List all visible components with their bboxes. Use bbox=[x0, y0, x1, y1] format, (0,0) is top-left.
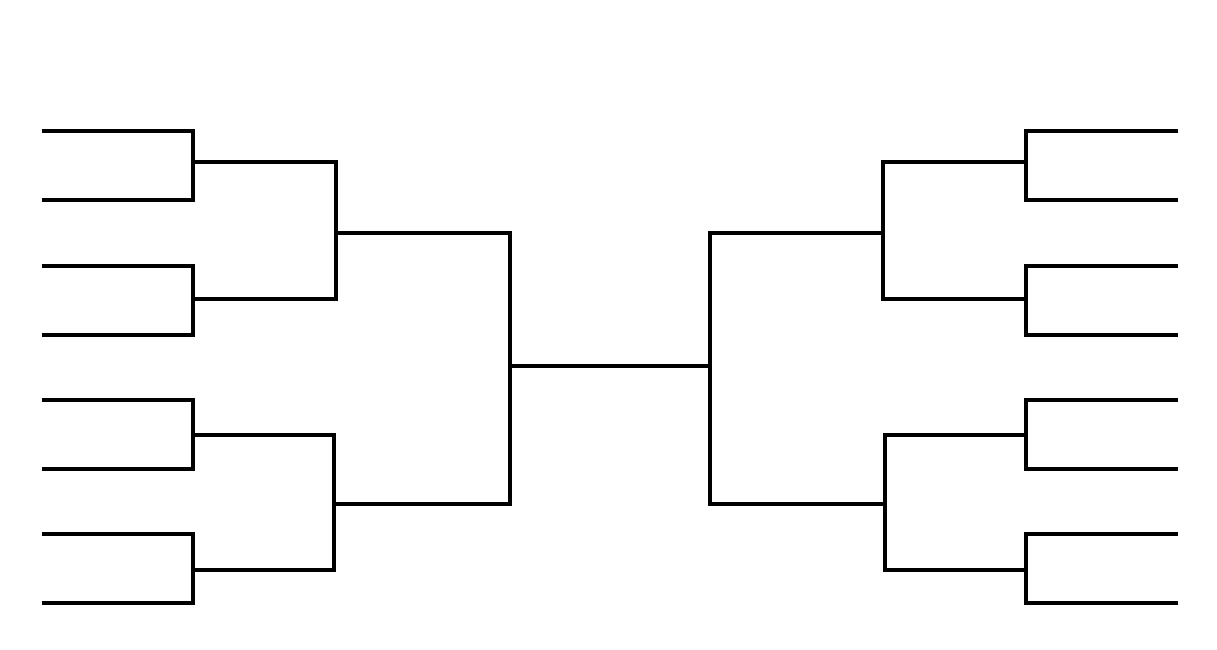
right-r2-match-1 bbox=[881, 160, 1028, 301]
right-round-2 bbox=[881, 160, 1028, 572]
right-semifinal bbox=[708, 231, 887, 506]
left-r1-match-1 bbox=[42, 129, 195, 202]
right-round-1 bbox=[1024, 129, 1178, 605]
right-r1-match-4 bbox=[1024, 532, 1178, 605]
right-r1-match-1 bbox=[1024, 129, 1178, 202]
right-r2-match-2 bbox=[883, 433, 1028, 572]
left-semifinal-match bbox=[332, 231, 512, 506]
right-r1-match-3 bbox=[1024, 398, 1178, 471]
right-semifinal-match bbox=[708, 231, 887, 506]
left-semifinal bbox=[332, 231, 512, 506]
left-r2-match-1 bbox=[191, 160, 338, 301]
right-r1-match-2 bbox=[1024, 264, 1178, 337]
